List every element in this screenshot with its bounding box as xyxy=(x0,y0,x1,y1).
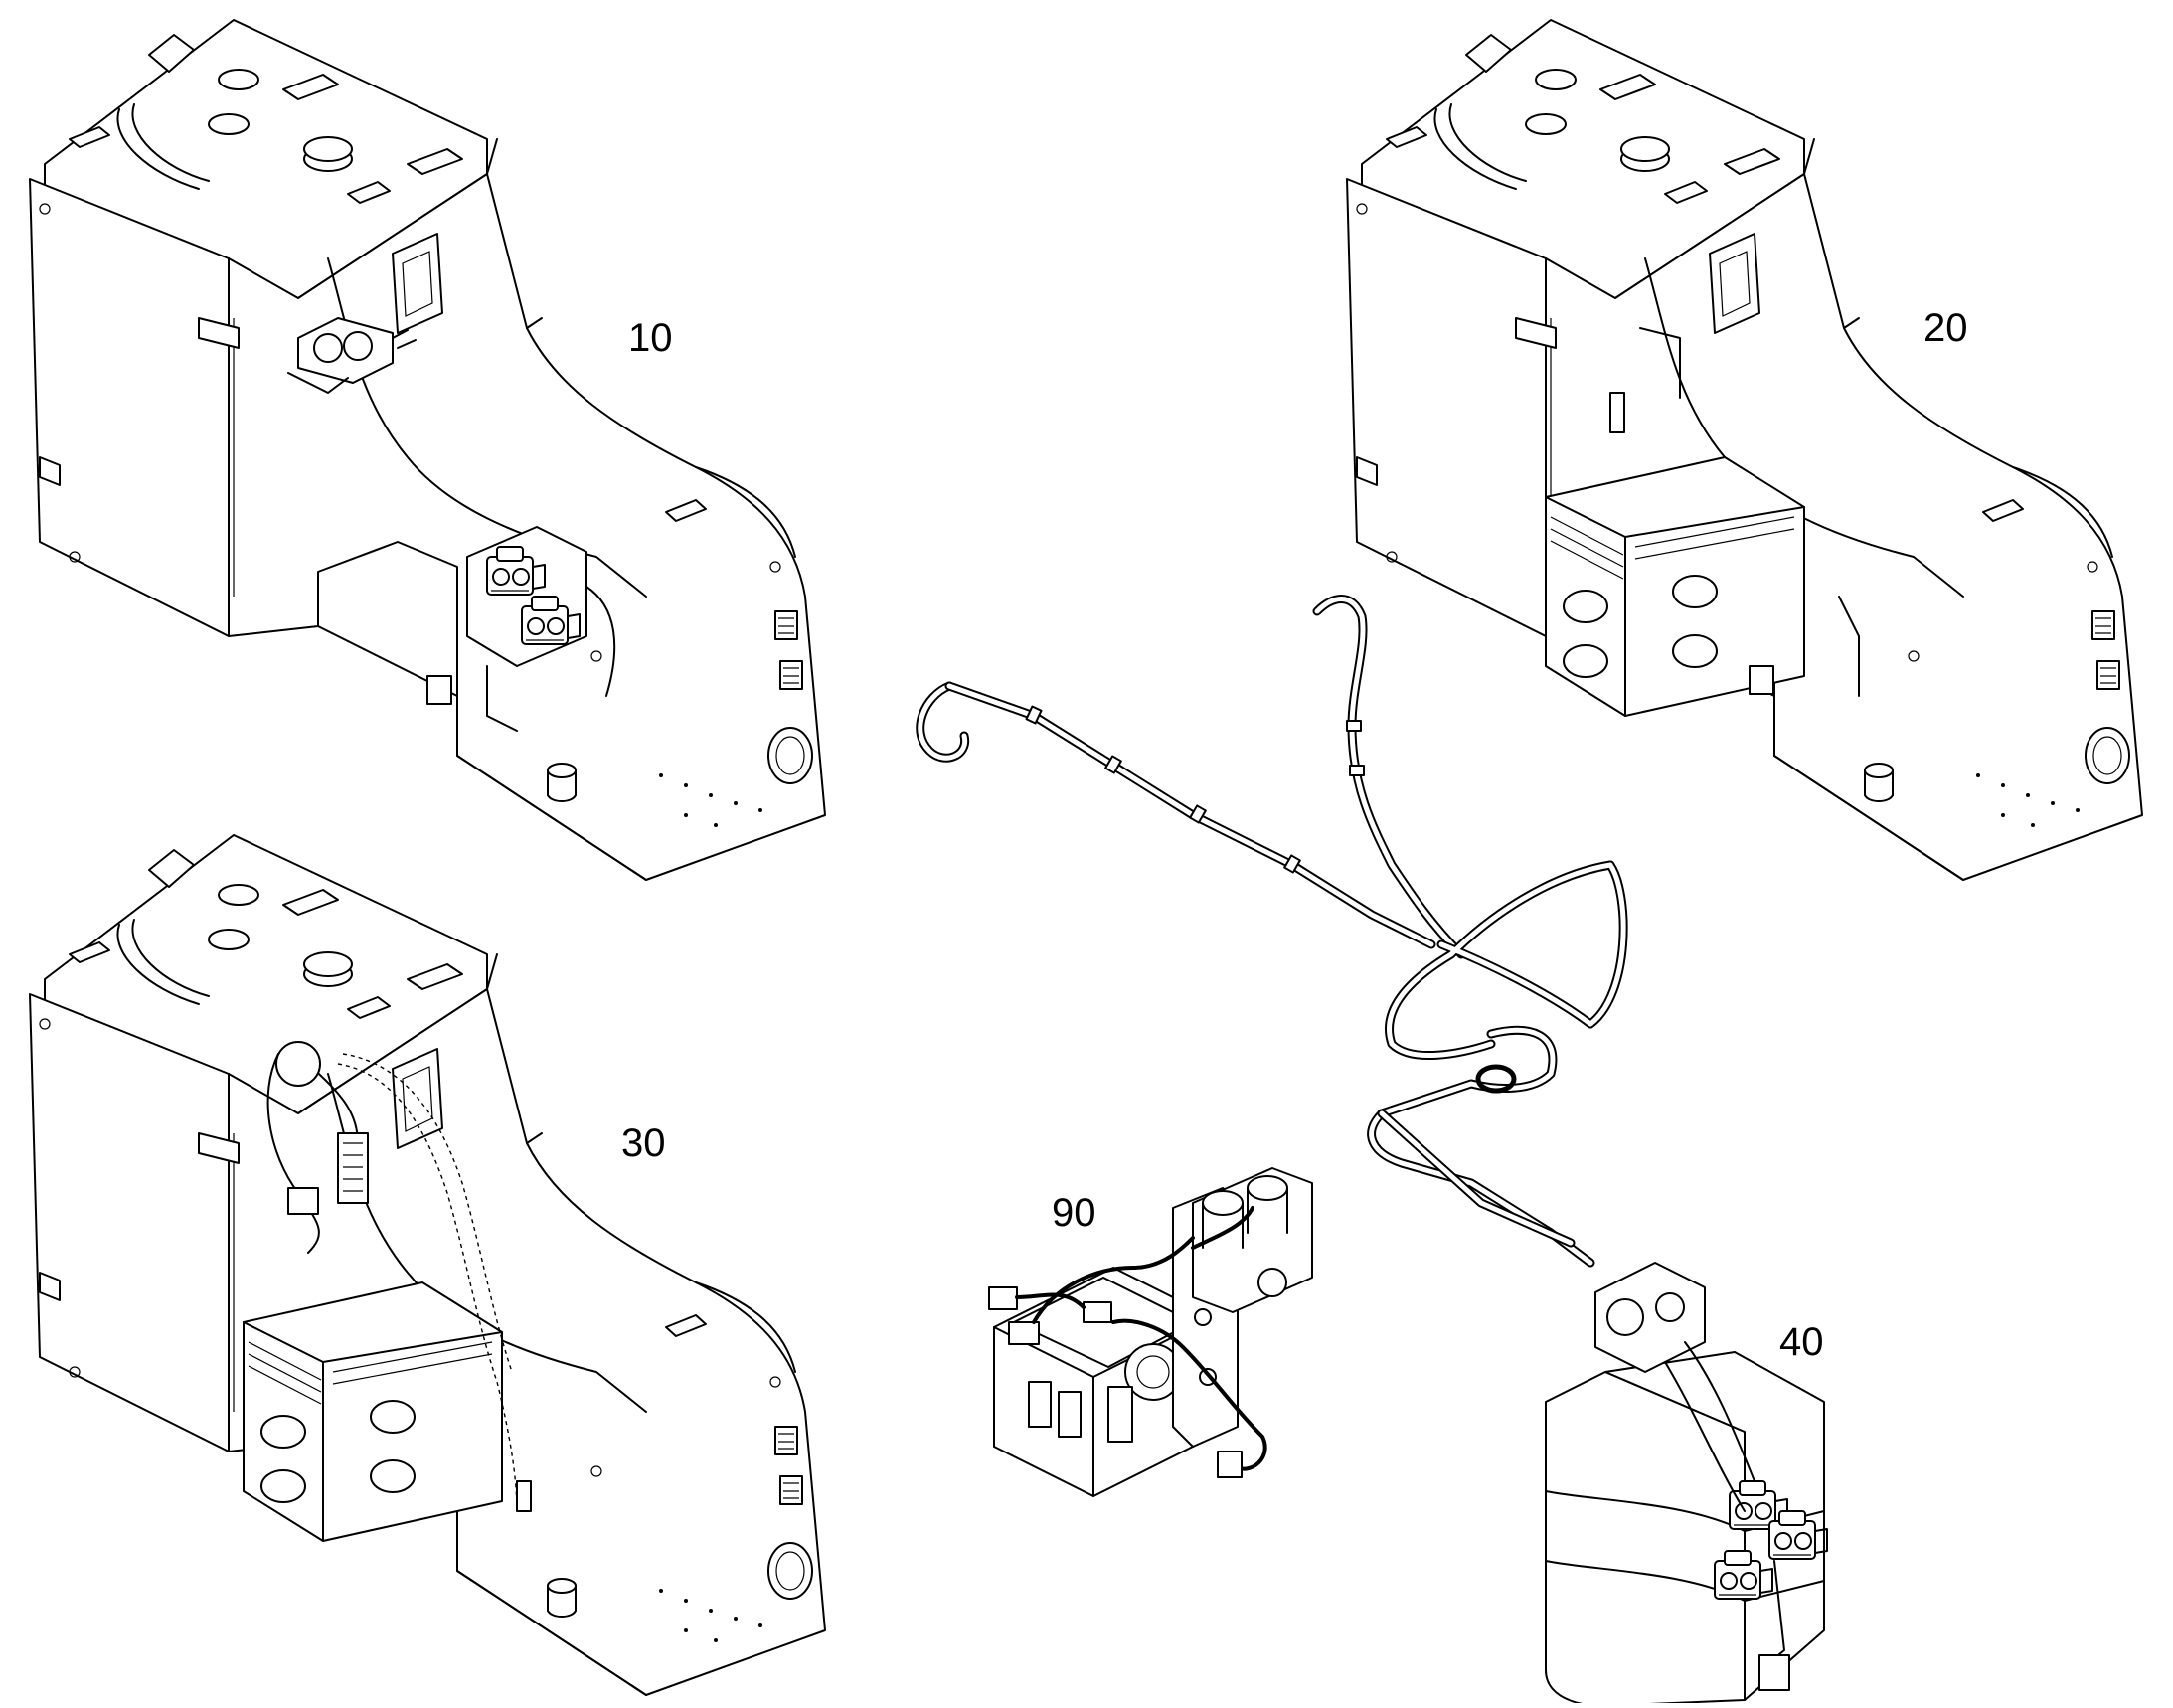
tank-view-10 xyxy=(29,19,826,881)
callout-40: 40 xyxy=(1779,1320,1824,1364)
tank-view-20 xyxy=(1346,19,2143,881)
callout-30: 30 xyxy=(621,1121,666,1165)
callout-90: 90 xyxy=(1052,1191,1096,1235)
module-view-90 xyxy=(988,1167,1313,1497)
harness-view-40 xyxy=(916,595,1828,1708)
tank-view-30 xyxy=(29,834,826,1696)
callout-10: 10 xyxy=(628,316,673,360)
callout-20: 20 xyxy=(1923,306,1968,350)
